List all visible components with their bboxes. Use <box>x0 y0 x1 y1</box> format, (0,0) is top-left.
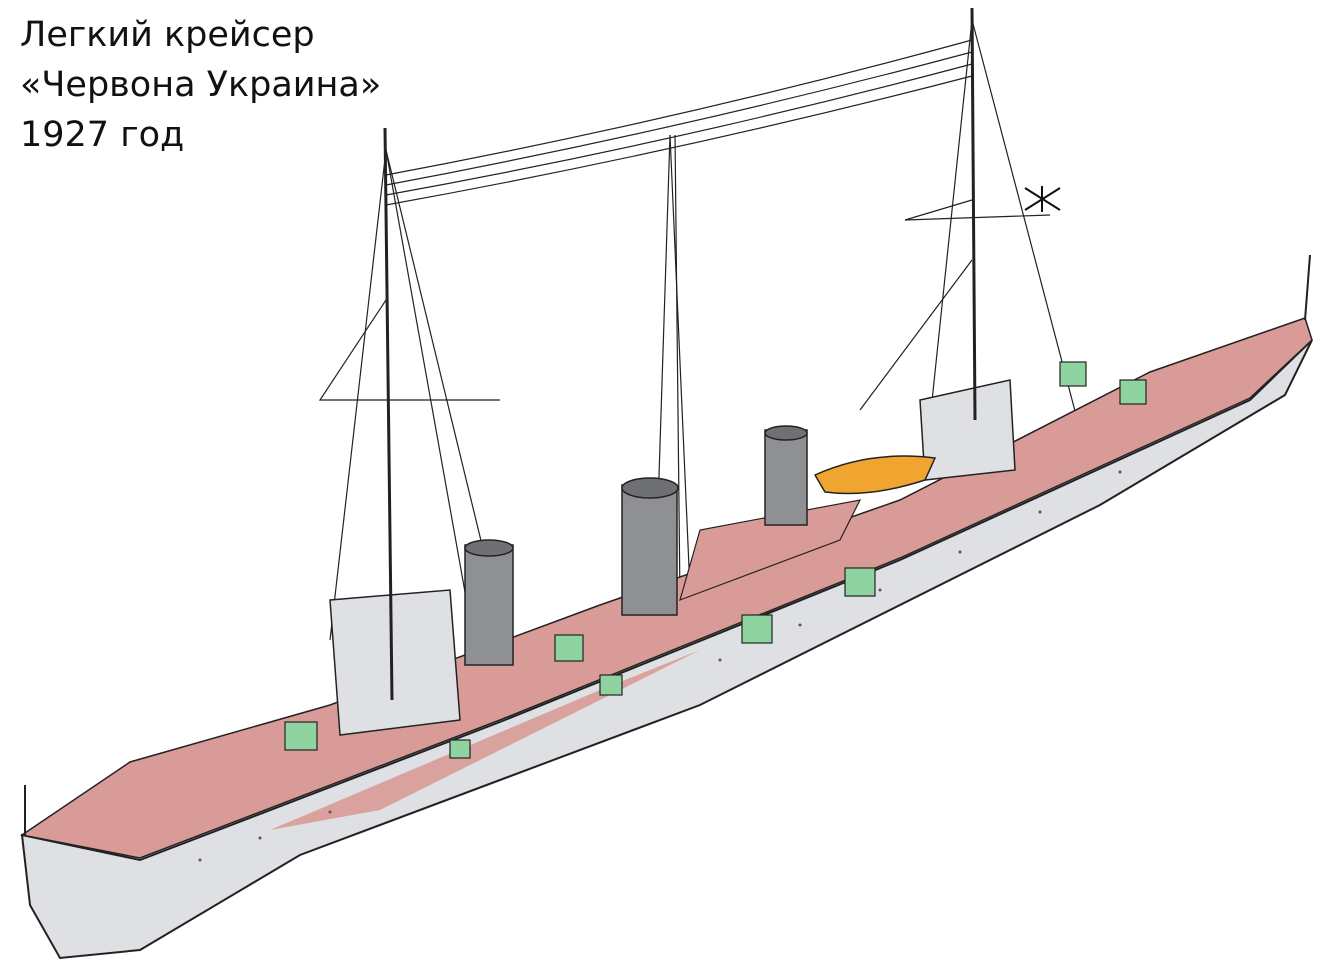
funnel-aft <box>764 429 808 526</box>
funnel-fore <box>464 544 514 666</box>
turret <box>844 567 876 597</box>
title-line-year: 1927 год <box>20 115 185 155</box>
turret <box>599 674 623 696</box>
lifeboat <box>813 455 937 495</box>
midship-deckhouse <box>679 499 862 601</box>
turret <box>449 739 471 759</box>
gun-turrets <box>284 361 1147 759</box>
mainmast <box>970 7 977 421</box>
illustration-title: Легкий крейсер «Червона Украина» 1927 го… <box>20 10 381 160</box>
turret <box>1059 361 1087 387</box>
title-line-ship-type: Легкий крейсер <box>20 15 315 55</box>
foremast <box>383 127 394 701</box>
funnels <box>464 425 808 666</box>
aft-superstructure <box>919 379 1016 481</box>
portholes <box>198 470 1122 862</box>
turret <box>1119 379 1147 405</box>
bridge <box>329 589 461 736</box>
turret <box>284 721 318 751</box>
title-line-ship-name: «Червона Украина» <box>20 65 382 105</box>
hull-stripe <box>270 650 700 830</box>
stern-flagstaff <box>1304 254 1311 321</box>
naval-ensign <box>1024 186 1061 212</box>
funnel-mid <box>621 484 678 616</box>
turret <box>554 634 584 662</box>
turret <box>741 614 773 644</box>
